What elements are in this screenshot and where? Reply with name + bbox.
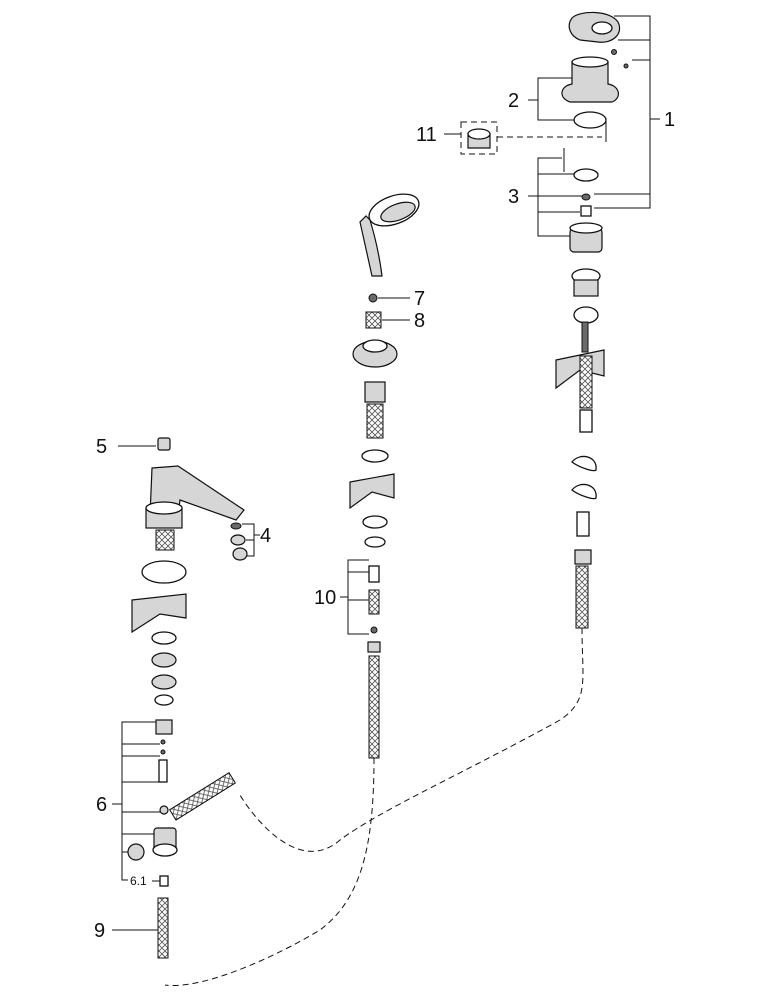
o-ring-spout [141,560,187,584]
washer-part-7 [368,293,378,303]
valve-small-parts [573,168,599,217]
label-11: 11 [416,124,437,146]
label-4: 4 [260,525,271,547]
mounting-shank-right [555,321,605,629]
label-6: 6 [96,794,107,816]
hand-shower [359,193,420,277]
label-8: 8 [414,310,425,332]
label-7: 7 [414,288,425,310]
label-10: 10 [314,587,336,609]
spout [145,437,245,551]
retaining-pins [563,118,607,172]
leader-4 [242,523,260,557]
leader-1 [594,15,660,209]
label-1: 1 [664,109,675,131]
leader-3 [528,157,582,237]
label-9: 9 [94,920,105,942]
flow-limiter-part-8 [365,311,382,329]
aerator-parts [230,522,248,561]
label-3: 3 [508,186,519,208]
handle-sleeve [561,56,619,103]
label-2: 2 [508,90,519,112]
cartridge [569,222,603,324]
connection-hose-diagonal [168,772,237,821]
hose-route-middle [164,757,375,987]
handle-lever [568,11,629,69]
shower-hose [368,655,380,759]
leader-6 [112,721,160,882]
spout-hose-lower [157,897,169,959]
label-6-1: 6.1 [130,874,147,888]
hose-route-right [239,627,584,852]
leader-2 [528,77,574,121]
mounting-set-spout [131,593,187,706]
shower-holder [349,339,398,548]
label-5: 5 [96,436,107,458]
hose-connector-part-10 [367,565,381,653]
o-ring-handle [573,111,607,129]
leader-10 [340,559,369,635]
diverter-part-6 [127,719,178,887]
cap-part-11 [460,121,498,155]
